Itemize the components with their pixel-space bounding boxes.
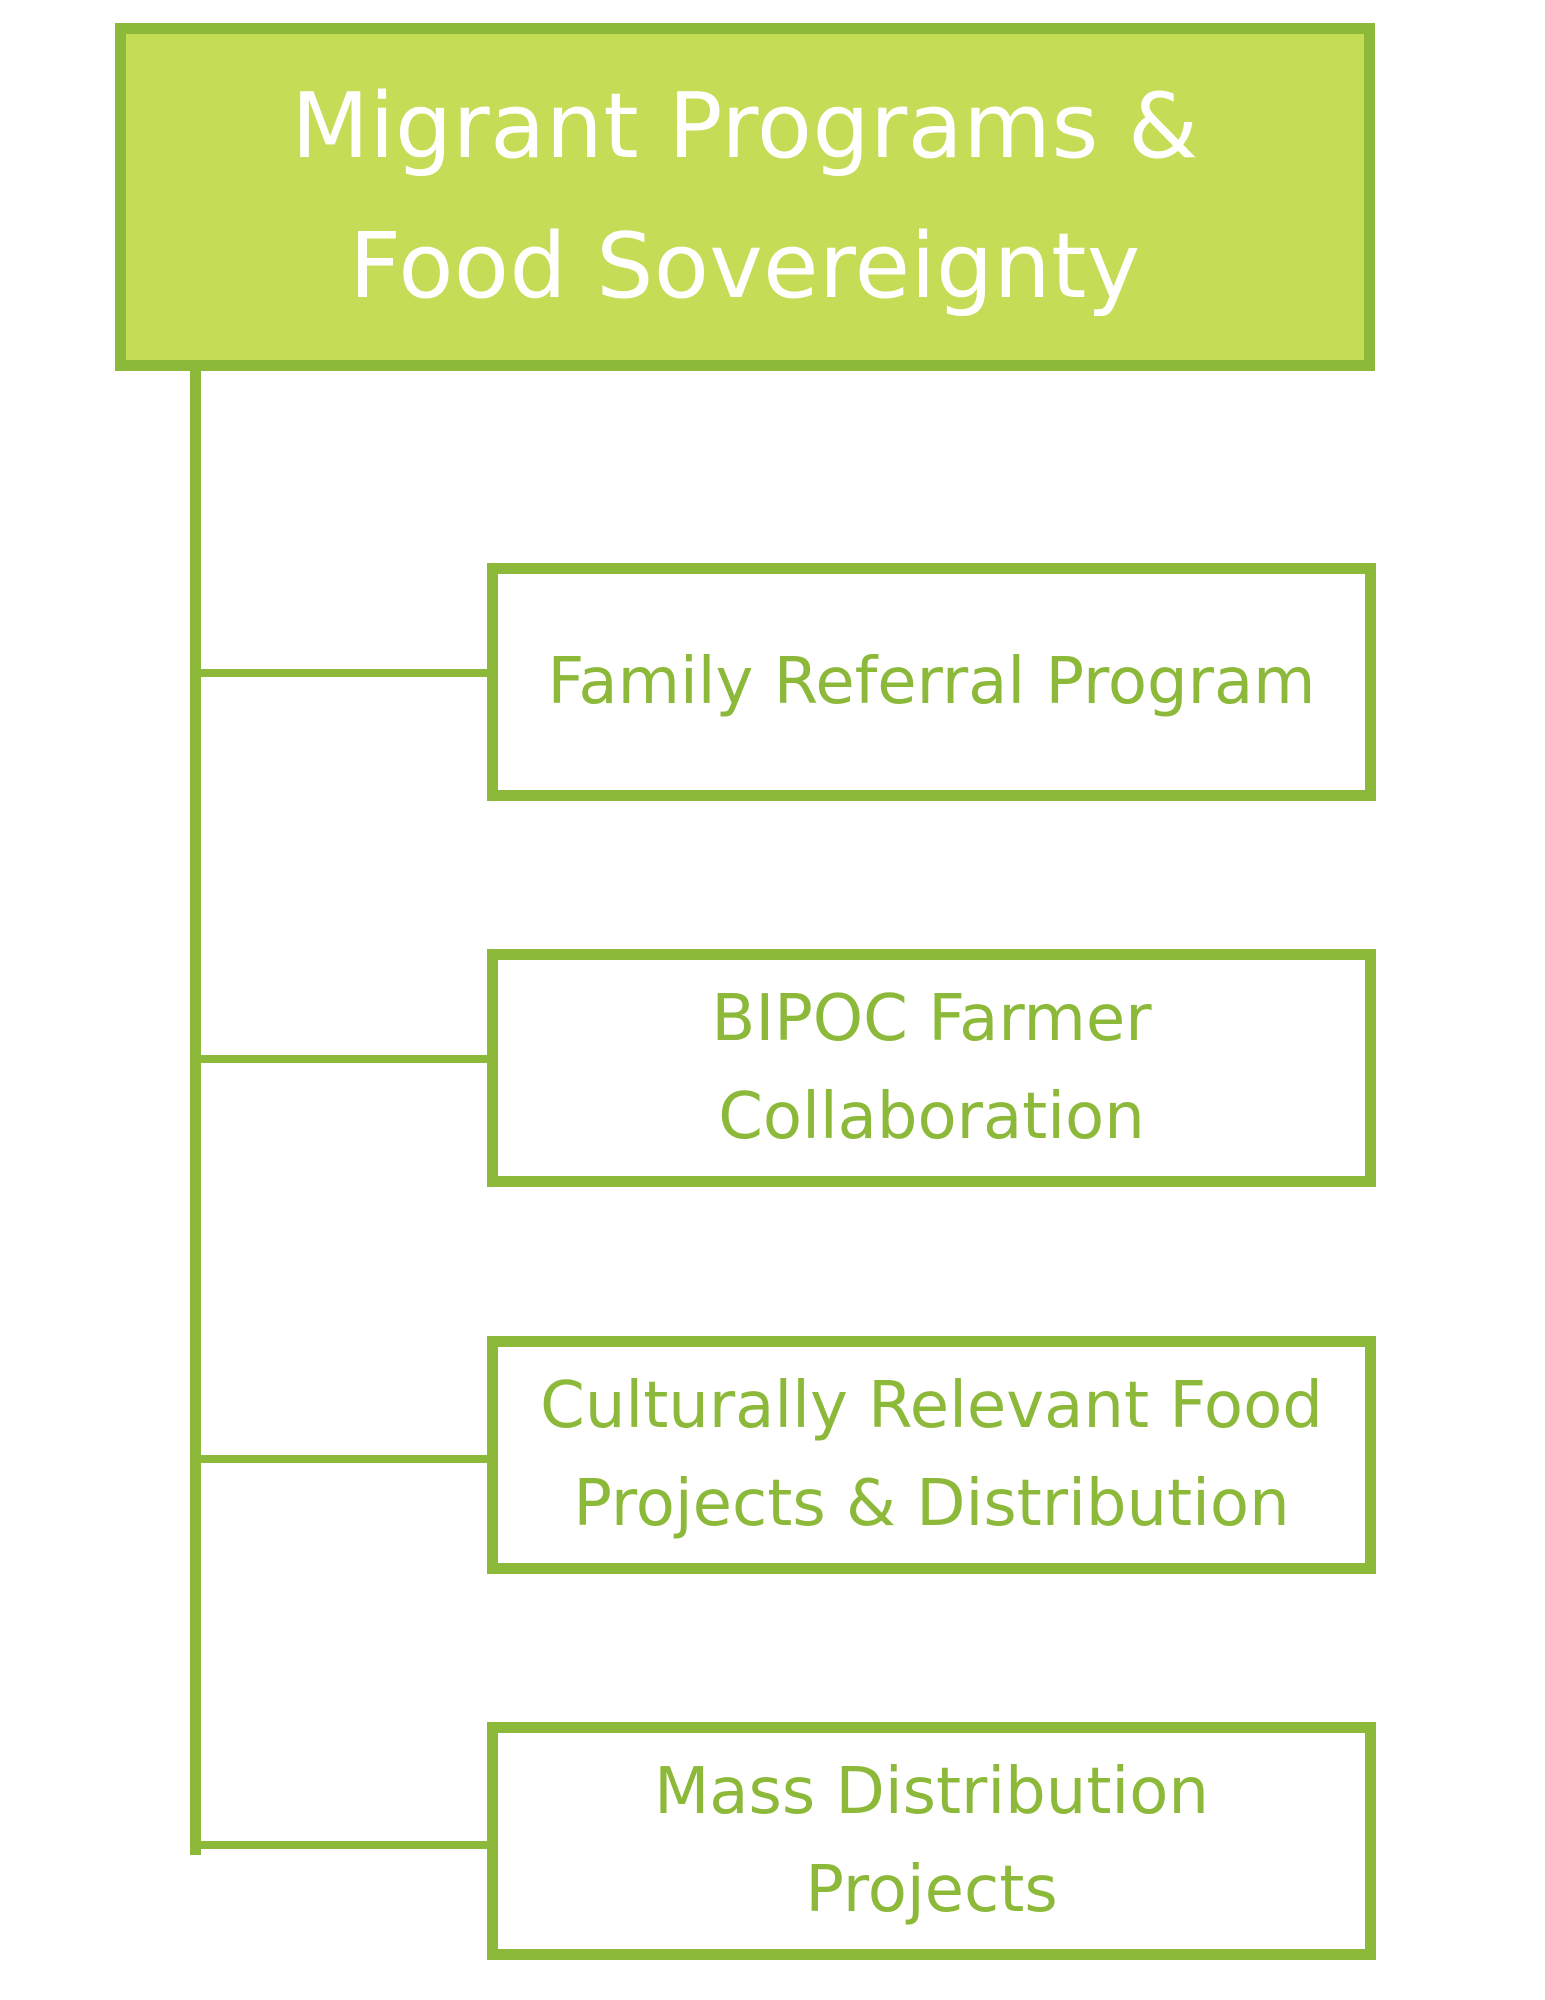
child-label: Mass Distribution Projects [654,1755,1209,1927]
branch-connector-3 [190,1455,492,1463]
branch-connector-1 [190,669,492,677]
trunk-connector [190,371,201,1855]
child-label: Family Referral Program [547,645,1316,719]
child-node-family-referral: Family Referral Program [487,563,1376,801]
root-node: Migrant Programs & Food Sovereignty [115,23,1375,371]
branch-connector-4 [190,1841,492,1849]
branch-connector-2 [190,1055,492,1063]
child-label: BIPOC Farmer Collaboration [711,982,1152,1154]
child-label: Culturally Relevant Food Projects & Dist… [540,1369,1323,1541]
root-title: Migrant Programs & Food Sovereignty [291,74,1199,319]
child-node-mass-distribution: Mass Distribution Projects [487,1722,1376,1960]
child-node-culturally-relevant-food: Culturally Relevant Food Projects & Dist… [487,1336,1376,1574]
child-node-bipoc-farmer: BIPOC Farmer Collaboration [487,949,1376,1187]
